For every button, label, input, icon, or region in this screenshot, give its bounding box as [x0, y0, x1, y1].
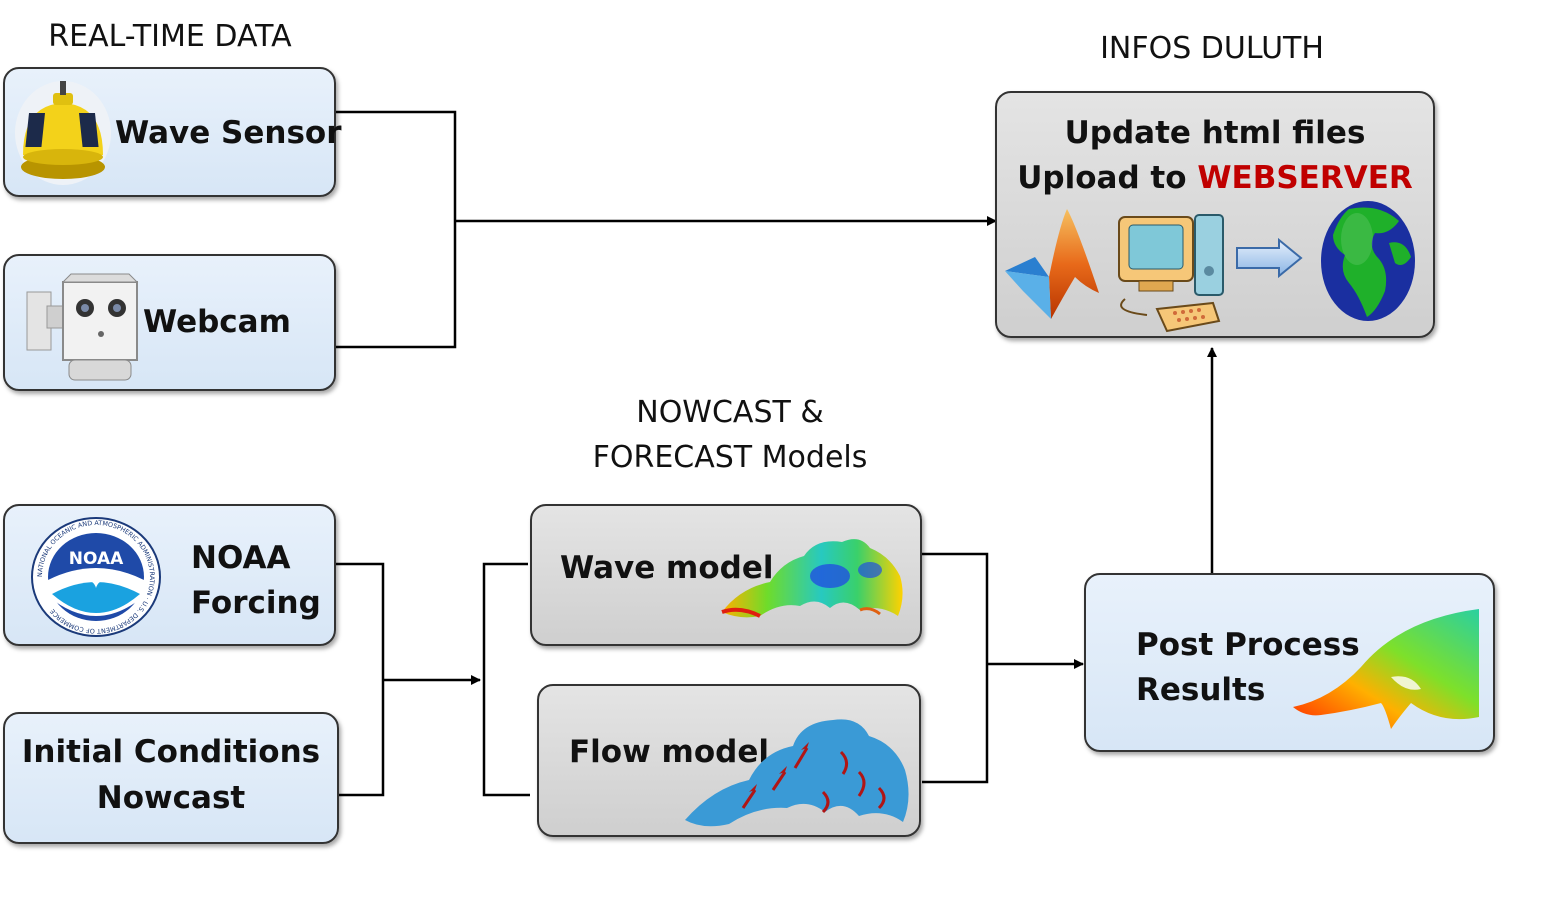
models-section-title-line1: NOWCAST & [636, 395, 824, 430]
update-label-line2: Upload to WEBSERVER [997, 156, 1433, 201]
connector-models-right [922, 552, 989, 784]
computer-icon [1118, 214, 1224, 333]
initial-conditions-box: Initial Conditions Nowcast [3, 712, 339, 844]
realtime-section-title: REAL-TIME DATA [48, 19, 292, 54]
webcam-icon [26, 273, 139, 381]
flow-map-icon [685, 719, 909, 827]
update-label-line1: Update html files [1064, 115, 1366, 151]
wave-model-box: Wave model [530, 504, 922, 646]
post-label-line1: Post Process [1136, 627, 1360, 663]
wave-model-label: Wave model [560, 550, 774, 586]
matlab-icon [1005, 209, 1099, 319]
post-label-line2: Results [1136, 672, 1266, 708]
connector-models-left [482, 562, 530, 797]
globe-icon [1321, 201, 1415, 321]
wave-sensor-label: Wave Sensor [115, 115, 342, 151]
update-webserver-box: Update html files Upload to WEBSERVER [995, 91, 1435, 338]
noaa-logo-text: NOAA [69, 549, 124, 569]
noaa-label-line1: NOAA [191, 540, 291, 576]
wave-map-icon [721, 539, 903, 618]
initial-label-line1: Initial Conditions [21, 734, 321, 770]
flow-model-box: Flow model [537, 684, 921, 837]
post-process-map-icon [1293, 609, 1479, 729]
webserver-highlight: WEBSERVER [1197, 160, 1413, 196]
post-process-box: Post Process Results [1084, 573, 1495, 752]
connector-wavesensor [336, 110, 457, 349]
infos-section-title: INFOS DULUTH [1100, 31, 1324, 66]
initial-label-line2: Nowcast [96, 780, 246, 816]
update-label-prefix: Upload to [1017, 160, 1198, 196]
models-section-title-line2: FORECAST Models [592, 440, 868, 475]
noaa-forcing-box: NOAA NATIONAL OCEANIC AND ATMOSPHERIC AD… [3, 504, 336, 646]
arrow-right-icon [1236, 238, 1303, 278]
flow-model-label: Flow model [569, 734, 769, 770]
wave-sensor-box: Wave Sensor [3, 67, 342, 197]
buoy-icon [15, 81, 111, 185]
noaa-label-line2: Forcing [191, 585, 321, 621]
noaa-logo-icon: NOAA NATIONAL OCEANIC AND ATMOSPHERIC AD… [31, 517, 161, 637]
webcam-box: Webcam [3, 254, 336, 391]
connector-noaa [336, 562, 385, 797]
webcam-label: Webcam [143, 304, 291, 340]
